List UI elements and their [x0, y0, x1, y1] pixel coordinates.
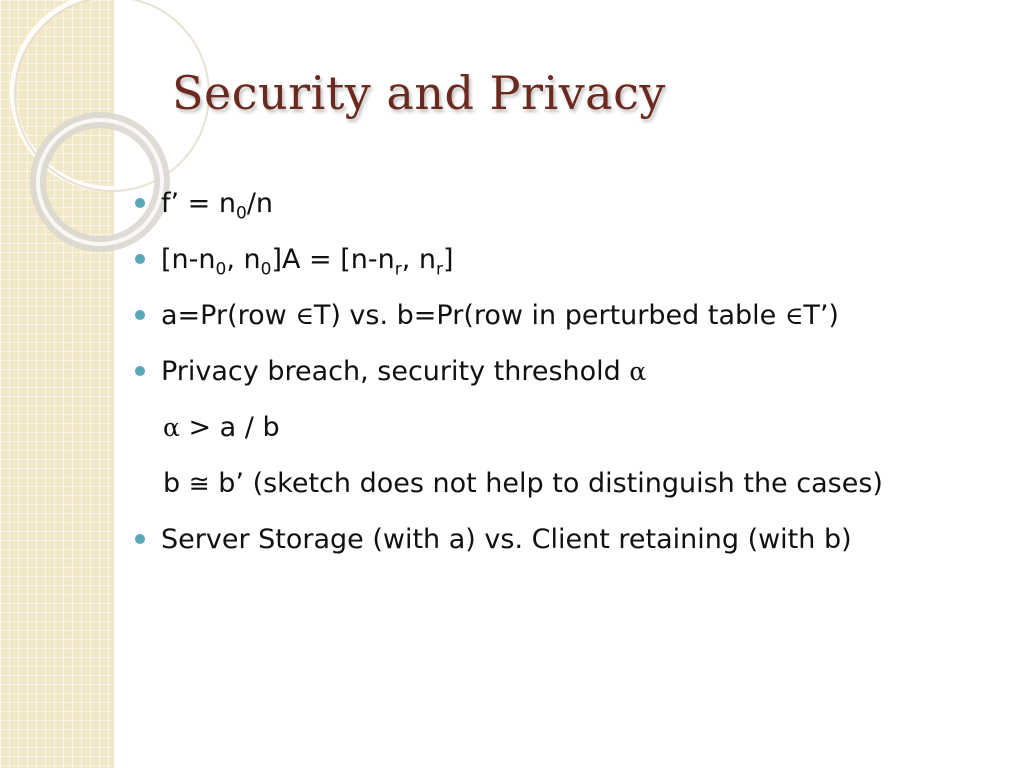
- element-of-symbol: ∈: [295, 301, 314, 330]
- bullet-text: [n-n0, n0]A = [n-nr, nr]: [161, 244, 454, 280]
- large-ring: [10, 0, 210, 192]
- sub-item-text: b ≅ b’ (sketch does not help to distingu…: [163, 468, 883, 499]
- side-band-edge: [112, 0, 114, 768]
- bullet-dot: [135, 198, 145, 208]
- sub-item-text: α > a / b: [163, 412, 280, 443]
- bullet-item: [n-n0, n0]A = [n-nr, nr]: [135, 232, 1015, 288]
- bullet-text: Privacy breach, security threshold α: [161, 356, 647, 387]
- bullet-item: Privacy breach, security threshold α: [135, 344, 1015, 400]
- bullet-item: Server Storage (with a) vs. Client retai…: [135, 512, 1015, 568]
- slide-content: f’ = n0/n [n-n0, n0]A = [n-nr, nr] a=Pr(…: [135, 176, 1015, 568]
- bullet-text: Server Storage (with a) vs. Client retai…: [161, 524, 852, 555]
- bullet-text: a=Pr(row ∈T) vs. b=Pr(row in perturbed t…: [161, 300, 839, 331]
- alpha-symbol: α: [163, 413, 180, 442]
- sub-item: b ≅ b’ (sketch does not help to distingu…: [135, 456, 1015, 512]
- decorative-rings-graphic: [10, 0, 210, 252]
- sub-item: α > a / b: [135, 400, 1015, 456]
- element-of-symbol: ∈: [784, 301, 804, 330]
- approx-equal-symbol: ≅: [188, 469, 210, 498]
- bullet-item: a=Pr(row ∈T) vs. b=Pr(row in perturbed t…: [135, 288, 1015, 344]
- bullet-text: f’ = n0/n: [161, 188, 274, 224]
- alpha-symbol: α: [629, 357, 647, 386]
- bullet-dot: [135, 366, 145, 376]
- bullet-item: f’ = n0/n: [135, 176, 1015, 232]
- bullet-dot: [135, 254, 145, 264]
- large-ring-shadow: [14, 0, 210, 192]
- bullet-dot: [135, 534, 145, 544]
- bullet-dot: [135, 310, 145, 320]
- small-ring-highlight: [36, 118, 164, 246]
- slide-title: Security and Privacy: [172, 66, 666, 120]
